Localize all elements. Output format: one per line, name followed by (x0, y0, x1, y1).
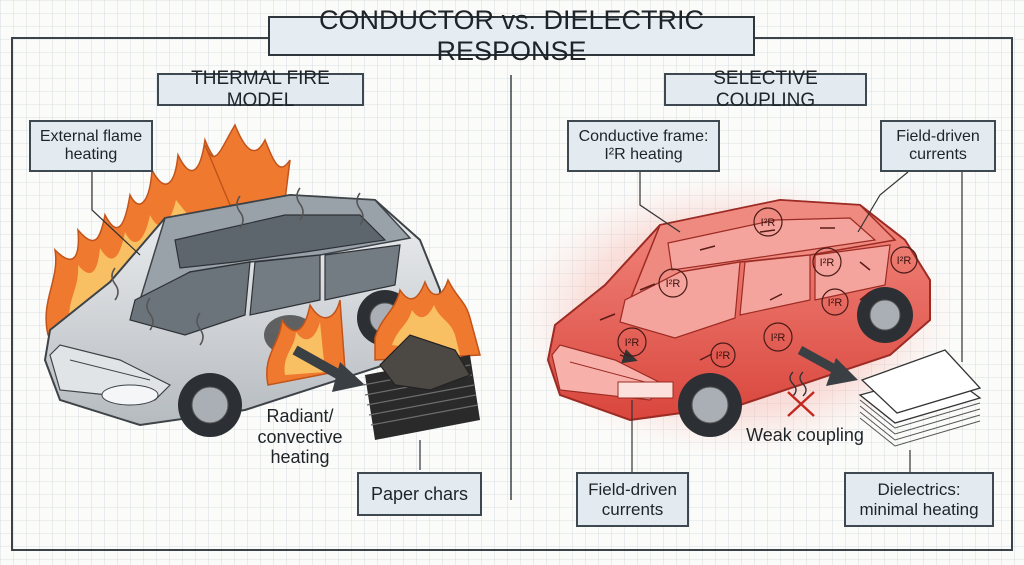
label-line: heating (64, 146, 118, 163)
heat-arrow-left (332, 362, 365, 392)
leader-field-driven-top (857, 171, 909, 233)
main-title: CONDUCTOR vs. DIELECTRIC RESPONSE (268, 5, 755, 66)
loop-label: I²R (716, 350, 731, 362)
paper-stack-clean (858, 349, 982, 447)
loop-label: I²R (897, 255, 912, 267)
label-text: Weak coupling (746, 425, 864, 445)
label-text: Paper chars (370, 483, 469, 504)
label-line: heating (270, 447, 330, 468)
label-weak-coupling: Weak coupling (740, 425, 870, 446)
no-coupling-icon (787, 371, 815, 417)
label-line: currents (909, 146, 967, 163)
loop-label: I²R (828, 297, 843, 309)
current-loops: I²R I²R I²R I²R I²R I²R I²R I²R (617, 207, 918, 368)
label-line: Field-driven (896, 127, 980, 145)
paper-stack-charred (362, 278, 481, 440)
label-line: I²R heating (604, 146, 683, 163)
label-field-driven-bottom: Field-driven currents (576, 472, 689, 527)
coupling-arrow-right (826, 358, 858, 386)
label-line: currents (601, 499, 664, 519)
leader-external-flame (91, 170, 141, 256)
label-line: Field-driven (588, 479, 677, 499)
label-line: Dielectrics: (877, 479, 961, 499)
main-title-text: CONDUCTOR vs. DIELECTRIC RESPONSE (318, 4, 705, 66)
label-line: Radiant/ (266, 406, 334, 426)
left-panel-heading-text: THERMAL FIRE MODEL (191, 67, 330, 111)
label-radiant-convective: Radiant/ convective heating (240, 406, 360, 468)
right-panel-heading-text: SELECTIVE COUPLING (713, 67, 818, 111)
label-line: External flame (39, 127, 143, 145)
right-panel-heading: SELECTIVE COUPLING (664, 68, 867, 111)
label-paper-chars: Paper chars (357, 472, 482, 516)
label-field-driven-top: Field-driven currents (880, 120, 996, 172)
label-conductive-frame: Conductive frame: I²R heating (567, 120, 720, 172)
loop-label: I²R (666, 278, 681, 290)
left-panel-heading: THERMAL FIRE MODEL (157, 68, 364, 111)
loop-label: I²R (820, 257, 835, 269)
label-dielectrics: Dielectrics: minimal heating (844, 472, 994, 527)
loop-label: I²R (771, 332, 786, 344)
label-line: convective (257, 426, 343, 447)
loop-label: I²R (625, 337, 640, 349)
loop-label: I²R (761, 217, 776, 229)
leader-conductive-frame (639, 172, 681, 233)
label-external-flame: External flame heating (29, 120, 153, 172)
label-line: Conductive frame: (578, 127, 709, 145)
label-line: minimal heating (859, 499, 979, 519)
